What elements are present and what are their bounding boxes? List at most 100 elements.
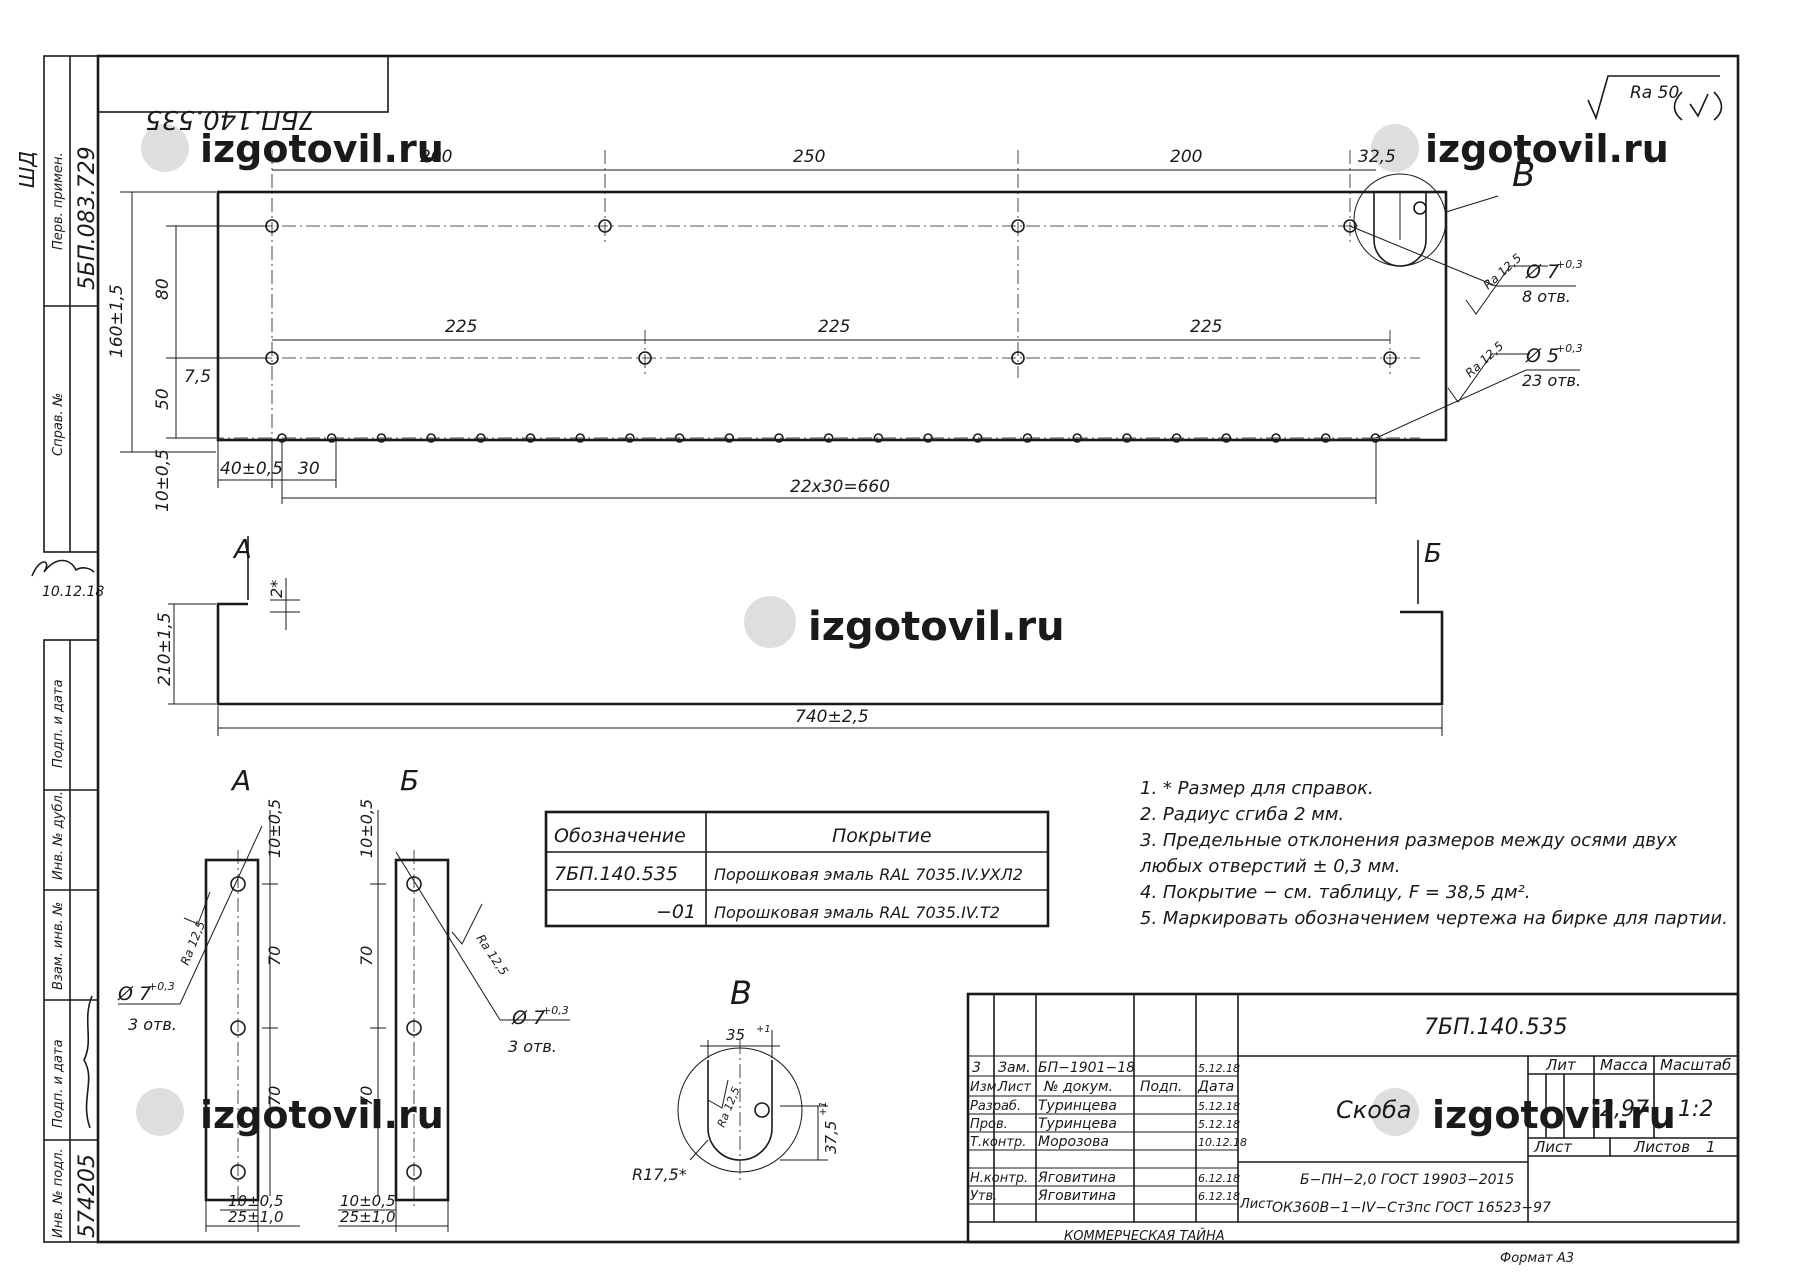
dim-740: 740±2,5 <box>795 707 869 727</box>
dim-25: 25±1,0 <box>228 1208 284 1226</box>
detail-v-title: В <box>730 974 752 1012</box>
v-35-tol: +1 <box>756 1024 771 1035</box>
dim-250: 250 <box>793 147 825 167</box>
coating-cell: Порошковая эмаль RAL 7035.IV.Т2 <box>714 903 1000 922</box>
hole-5 <box>426 433 436 443</box>
watermark-logo-icon <box>1371 124 1419 172</box>
dim-225: 225 <box>1190 317 1222 337</box>
watermark-text: izgotovil.ru <box>808 604 1065 650</box>
dim-200: 200 <box>420 147 452 167</box>
col-header: Лист <box>997 1080 1031 1095</box>
watermark-logo-icon <box>744 596 796 648</box>
drawing-frame <box>43 54 1740 1244</box>
rev-date: 5.12.18 <box>1198 1062 1240 1075</box>
sheet-label: Лист <box>1533 1138 1573 1156</box>
dim-225: 225 <box>818 317 850 337</box>
material-2: ОК360В−1−IV−Ст3пс ГОСТ 16523−97 <box>1272 1200 1551 1216</box>
dim-70: 70 <box>357 1086 376 1106</box>
role-name: Туринцева <box>1038 1098 1117 1114</box>
dim-22x30: 22х30=660 <box>790 477 890 497</box>
role-label: Утв. <box>970 1189 997 1204</box>
inv-podl-label: Инв. № подл. <box>51 1148 66 1238</box>
mass-label: Масса <box>1600 1056 1648 1074</box>
commercial-secret: КОММЕРЧЕСКАЯ ТАЙНА <box>1064 1228 1225 1244</box>
roughness-symbol: Ra 50 <box>1587 75 1723 121</box>
hole-5 <box>1022 433 1033 443</box>
dim-10: 10±0,5 <box>228 1192 284 1210</box>
role-name: Яговитина <box>1037 1170 1116 1186</box>
view-a-label: А <box>232 535 252 565</box>
hole-tol: +0,3 <box>542 1004 569 1017</box>
dim-32-5: 32,5 <box>1358 147 1396 167</box>
dim-70: 70 <box>357 946 376 966</box>
rev-doc: БП−1901−18 <box>1038 1060 1135 1076</box>
scale-value: 1:2 <box>1678 1097 1713 1122</box>
note-line: 1. * Размер для справок. <box>1140 778 1374 799</box>
detail-a-title: А <box>230 764 251 797</box>
ra-12-5: Ra 12,5 <box>178 919 208 967</box>
v-37-tol: +1 <box>818 1101 829 1116</box>
roughness-value: Ra 50 <box>1630 83 1679 103</box>
role-label: Н.контр. <box>970 1171 1028 1186</box>
side-strip: ШД Перв. примен. 5БП.083.729 Справ. № 10… <box>15 146 104 1238</box>
dim-50: 50 <box>153 388 173 410</box>
sheets-label: Листов <box>1633 1138 1690 1156</box>
plan-view: В 200 250 200 32,5 225 225 225 160± <box>107 147 1583 512</box>
hole-5 <box>625 433 635 443</box>
dimension-middle: 225 225 225 <box>272 317 1390 341</box>
watermark-logo-icon <box>136 1088 184 1136</box>
hole-tol: +0,3 <box>148 980 175 993</box>
title-block: 7БП.140.535 Скоба Б−ПН−2,0 ГОСТ 19903−20… <box>966 992 1740 1244</box>
hole-5 <box>1370 433 1381 443</box>
top-mirrored-label: 7БП.140.535 <box>145 104 315 134</box>
ra-12-5: Ra 12,5 <box>1463 339 1507 380</box>
hole-5 <box>1171 433 1182 443</box>
dim-200: 200 <box>1170 147 1202 167</box>
hole-7-count: 8 отв. <box>1522 287 1571 306</box>
hole-5 <box>376 433 387 443</box>
coating-header-designation: Обозначение <box>554 825 686 847</box>
note-line: любых отверстий ± 0,3 мм. <box>1139 856 1400 877</box>
watermark-logo-icon <box>141 124 189 172</box>
dim-25: 25±1,0 <box>340 1208 396 1226</box>
dimension-left: 160±1,5 80 50 7,5 10±0,5 <box>107 191 268 512</box>
material-1: Б−ПН−2,0 ГОСТ 19903−2015 <box>1300 1172 1514 1188</box>
dim-10: 10±0,5 <box>340 1192 396 1210</box>
title-name: Скоба <box>1336 1096 1411 1124</box>
view-b-label: Б <box>1424 539 1442 569</box>
role-date: 6.12.18 <box>1198 1172 1240 1185</box>
v-35: 35 <box>726 1026 745 1044</box>
hole-count: 3 отв. <box>128 1015 177 1034</box>
rev-number: 3 <box>972 1060 981 1076</box>
note-line: 5. Маркировать обозначением чертежа на б… <box>1140 908 1728 929</box>
col-header: № докум. <box>1043 1079 1113 1095</box>
col-header: Изм. <box>970 1080 1001 1095</box>
material-label: Лист <box>1239 1197 1273 1212</box>
hole-5 <box>1221 433 1232 443</box>
hole-5 <box>525 433 536 443</box>
role-name: Туринцева <box>1038 1116 1117 1132</box>
col-header: Дата <box>1197 1079 1234 1095</box>
note-line: 4. Покрытие − см. таблицу, F = 38,5 дм². <box>1140 882 1530 903</box>
dim-70: 70 <box>265 946 284 966</box>
hole-5 <box>1320 433 1331 443</box>
detail-b-title: Б <box>400 764 419 797</box>
dim-225: 225 <box>445 317 477 337</box>
hole-label: Ø 7 <box>511 1007 545 1029</box>
podp-data-label: Подп. и дата <box>51 679 66 768</box>
signature-mark <box>83 995 93 1129</box>
hole-5 <box>475 433 486 443</box>
watermark-text: izgotovil.ru <box>200 1093 444 1137</box>
v-r: R17,5* <box>632 1165 687 1184</box>
podp-data2-label: Подп. и дата <box>51 1039 66 1128</box>
scale-label: Масштаб <box>1660 1056 1731 1074</box>
plate-outline <box>216 190 1448 442</box>
dim-10: 10±0,5 <box>153 449 173 512</box>
ra-12-5: Ra 12,5 <box>715 1085 743 1129</box>
dimension-top: 200 250 200 32,5 <box>272 147 1396 171</box>
hole-7 <box>1011 219 1025 233</box>
watermark-logo-icon <box>1371 1088 1419 1136</box>
hole-5 <box>873 433 884 443</box>
rev-change: Зам. <box>998 1060 1031 1076</box>
